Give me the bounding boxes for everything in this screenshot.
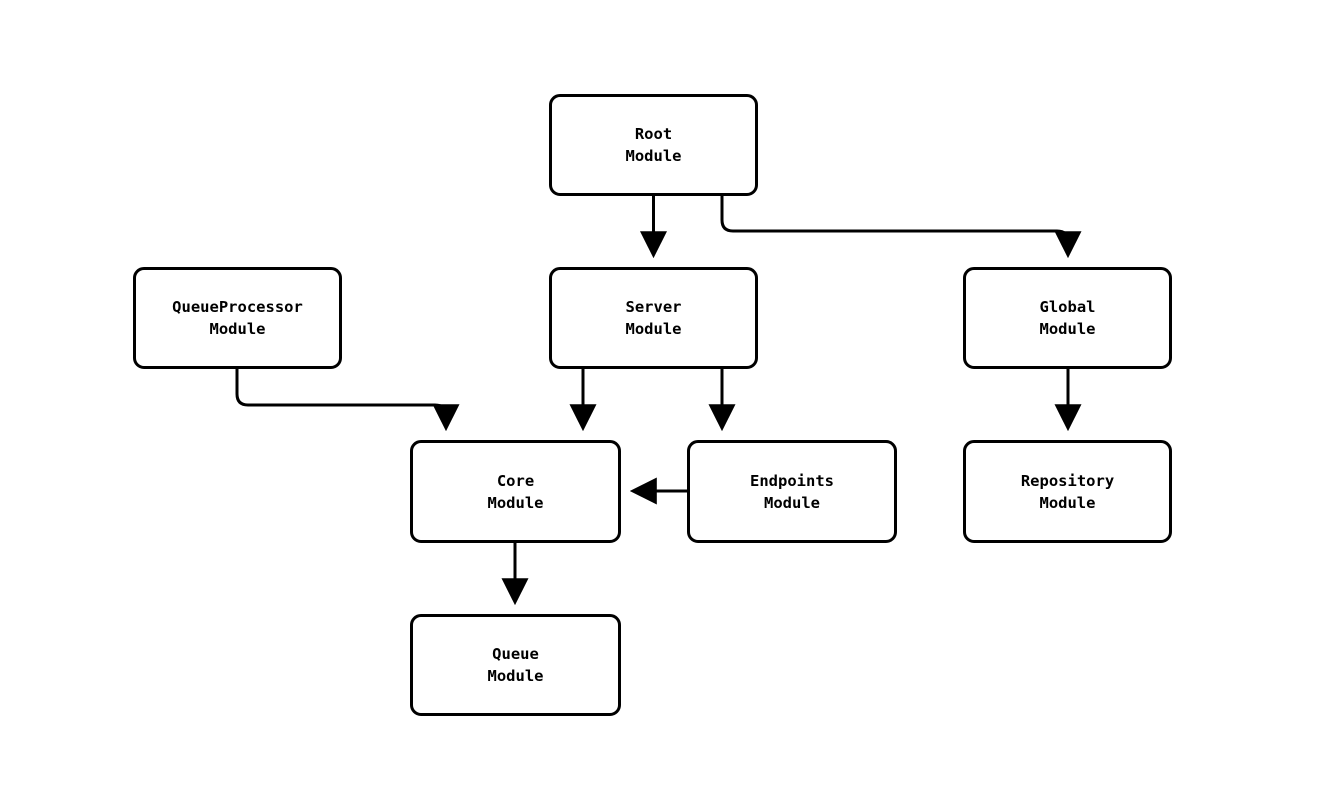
node-global-module[interactable]: Global Module <box>963 267 1172 369</box>
node-repository-module-label: Repository Module <box>1020 471 1115 512</box>
node-endpoints-module[interactable]: Endpoints Module <box>687 440 897 543</box>
node-core-module-label: Core Module <box>487 471 544 512</box>
node-queue-module-label: Queue Module <box>487 645 544 685</box>
node-repository-module[interactable]: Repository Module <box>963 440 1172 543</box>
node-root-module-label: Root Module <box>625 125 682 165</box>
node-queueprocessor-module[interactable]: QueueProcessor Module <box>133 267 342 369</box>
node-root-module[interactable]: Root Module <box>549 94 758 196</box>
node-core-module[interactable]: Core Module <box>410 440 621 543</box>
edge-root-to-global <box>720 196 1082 259</box>
node-queue-module[interactable]: Queue Module <box>410 614 621 716</box>
node-server-module[interactable]: Server Module <box>549 267 758 369</box>
node-global-module-label: Global Module <box>1039 298 1096 338</box>
edge-queueprocessor-to-core <box>235 369 460 432</box>
node-server-module-label: Server Module <box>625 298 682 338</box>
node-endpoints-module-label: Endpoints Module <box>750 471 834 512</box>
node-queueprocessor-module-label: QueueProcessor Module <box>172 298 303 338</box>
